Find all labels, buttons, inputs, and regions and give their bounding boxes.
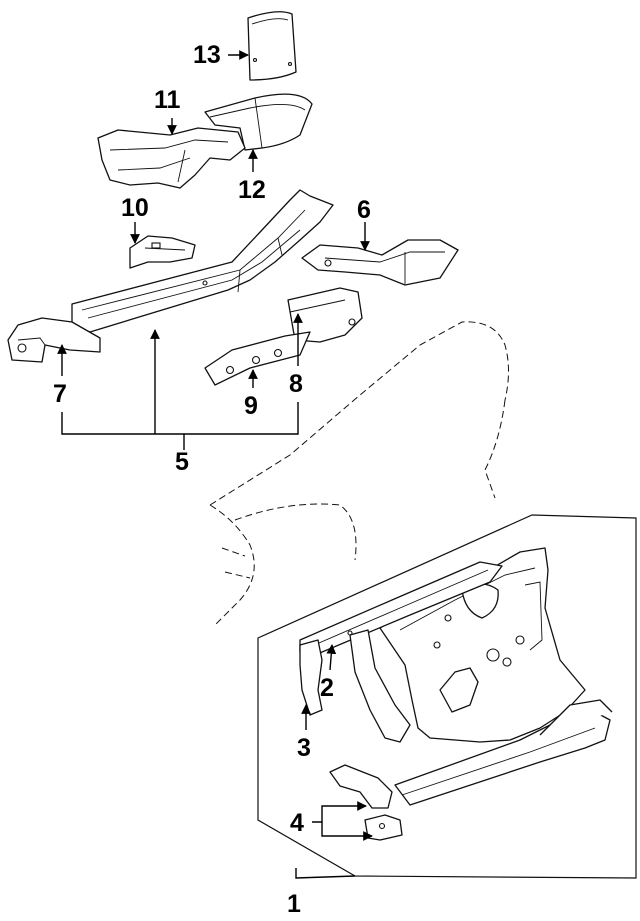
part-9-plate [204, 331, 311, 386]
part-6-extension [301, 239, 459, 286]
callout-10: 10 [121, 194, 149, 222]
callout-1: 1 [287, 890, 301, 918]
part-5-side-member [71, 189, 334, 333]
part-1-assembly-frame [257, 514, 637, 879]
leader-lines [57, 50, 373, 879]
part-3-pillar [299, 629, 411, 743]
fender-outline [209, 321, 509, 626]
callout-7: 7 [53, 380, 67, 408]
part-13-panel [247, 11, 297, 81]
callout-3: 3 [297, 734, 311, 762]
part-11-apron-channel [97, 127, 246, 189]
part-4-brackets [329, 764, 403, 841]
callout-5: 5 [175, 448, 189, 476]
callout-2: 2 [320, 674, 334, 702]
part-10-support [129, 235, 196, 269]
callout-9: 9 [244, 392, 258, 420]
part-1-lower-rail [394, 699, 613, 806]
part-12-bracket [204, 93, 313, 151]
callout-13: 13 [193, 41, 221, 69]
callout-8: 8 [289, 370, 303, 398]
callout-11: 11 [154, 86, 181, 114]
part-7-bracket [7, 317, 101, 363]
callout-6: 6 [357, 196, 371, 224]
callout-12: 12 [238, 176, 266, 204]
callout-4: 4 [290, 809, 304, 837]
